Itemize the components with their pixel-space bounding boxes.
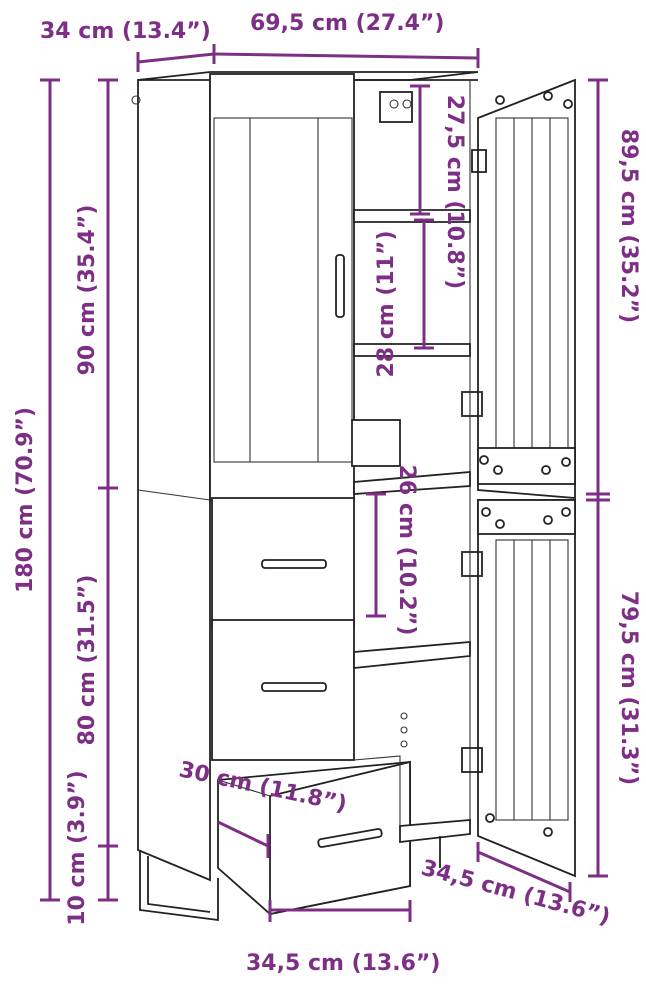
label-door-lower: 79,5 cm (31.3”) [616, 591, 641, 785]
upper-hinge-1 [471, 149, 487, 173]
label-shelf-lower: 26 cm (10.2”) [394, 465, 419, 636]
label-height-total: 180 cm (70.9”) [13, 407, 38, 593]
wall-hook [131, 95, 141, 105]
upper-interior [351, 79, 478, 500]
drawer-1-handle [261, 559, 327, 569]
upper-hinge-2 [461, 391, 483, 417]
interior-hinge-plate [379, 91, 413, 123]
label-door-upper: 89,5 cm (35.2”) [616, 129, 641, 323]
lower-interior [353, 500, 471, 844]
drawer-3-handle [317, 828, 383, 848]
upper-door-handle [335, 254, 345, 318]
label-depth-top: 34 cm (13.4”) [40, 19, 211, 44]
lower-right-door [461, 499, 576, 878]
drawers [211, 497, 411, 916]
label-height-lower: 80 cm (31.5”) [75, 575, 100, 746]
cabinet-drawing [131, 71, 576, 922]
upper-right-door [461, 78, 576, 499]
label-height-upper: 90 cm (35.4”) [75, 205, 100, 376]
label-drawer-width: 34,5 cm (13.6”) [246, 951, 440, 976]
label-shelf-mid: 28 cm (11”) [374, 230, 399, 377]
cabinet-side-panel [137, 73, 211, 882]
lower-hinge-2 [461, 747, 483, 773]
label-height-legs: 10 cm (3.9”) [65, 770, 90, 925]
cabinet-legs [139, 836, 441, 922]
drawer-1 [211, 497, 355, 629]
drawer-2-handle [261, 682, 327, 692]
dimension-lines [40, 44, 610, 922]
label-shelf-top: 27,5 cm (10.8”) [442, 95, 467, 289]
label-width-top: 69,5 cm (27.4”) [250, 11, 444, 36]
drawer-2 [211, 619, 355, 761]
upper-left-door [209, 73, 355, 501]
lower-hinge-1 [461, 551, 483, 577]
